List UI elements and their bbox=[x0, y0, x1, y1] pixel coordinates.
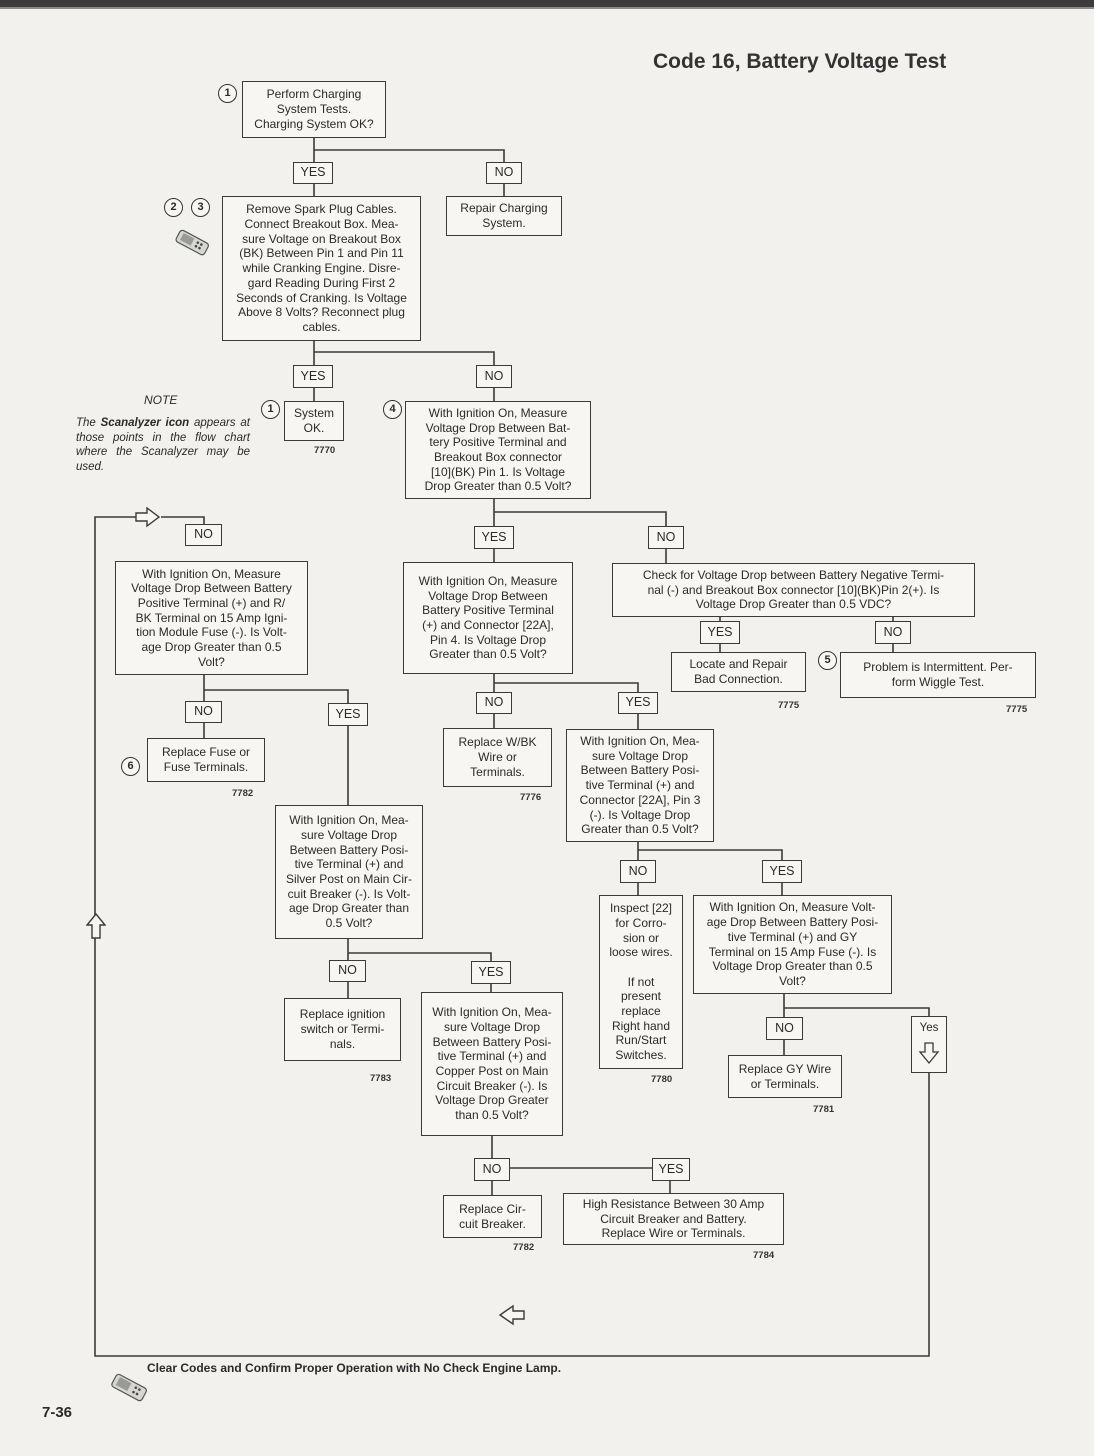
label-no: NO bbox=[875, 621, 911, 644]
label-no: NO bbox=[766, 1017, 803, 1040]
label-yes-small: Yes bbox=[919, 1022, 939, 1034]
box-system-ok: System OK. bbox=[284, 401, 344, 441]
scanalyzer-icon-footer bbox=[111, 1373, 147, 1402]
label-yes: YES bbox=[652, 1158, 690, 1181]
label-yes: YES bbox=[474, 526, 514, 549]
label-yes: YES bbox=[618, 692, 658, 714]
footer-instruction: Clear Codes and Confirm Proper Operation… bbox=[147, 1361, 562, 1375]
step-number-1: 1 bbox=[218, 84, 237, 103]
label-no: NO bbox=[648, 526, 684, 549]
figure-ref: 7776 bbox=[520, 792, 542, 803]
label-yes: YES bbox=[700, 621, 740, 644]
figure-ref: 7781 bbox=[813, 1104, 835, 1115]
top-rule bbox=[0, 0, 1094, 7]
box-ignition-module-fuse: With Ignition On, Measure Voltage Drop B… bbox=[115, 561, 308, 675]
arrow-left-icon bbox=[498, 1304, 525, 1326]
figure-ref: 7775 bbox=[1006, 704, 1028, 715]
step-number-6: 6 bbox=[121, 757, 140, 776]
figure-ref: 7775 bbox=[778, 700, 800, 711]
box-connector-22a-pin4: With Ignition On, Measure Voltage Drop B… bbox=[403, 562, 573, 674]
label-no: NO bbox=[476, 692, 512, 714]
label-yes: YES bbox=[762, 860, 802, 883]
box-replace-wbk-wire: Replace W/BK Wire or Terminals. bbox=[443, 728, 552, 787]
step-number-5: 5 bbox=[818, 651, 837, 670]
note-icon-name: Scanalyzer icon bbox=[100, 417, 190, 429]
box-replace-ignition-switch: Replace ignition switch or Termi- nals. bbox=[284, 998, 401, 1061]
figure-ref: 7783 bbox=[370, 1073, 392, 1084]
step-number-4: 4 bbox=[383, 400, 402, 419]
note-heading: NOTE bbox=[144, 393, 178, 407]
label-yes: YES bbox=[293, 162, 333, 184]
top-rule-thin bbox=[0, 7, 1094, 9]
figure-ref: 7780 bbox=[651, 1074, 673, 1085]
label-no: NO bbox=[329, 960, 366, 982]
box-gy-terminal: With Ignition On, Measure Volt- age Drop… bbox=[693, 895, 892, 994]
figure-ref: 7770 bbox=[314, 445, 336, 456]
box-perform-charging: Perform Charging System Tests. Charging … bbox=[242, 81, 386, 138]
note-prefix: The bbox=[76, 417, 96, 429]
label-yes: YES bbox=[293, 365, 333, 388]
arrow-right-icon bbox=[135, 506, 161, 528]
step-number-1b: 1 bbox=[261, 400, 280, 419]
label-no: NO bbox=[476, 365, 512, 388]
page-number: 7-36 bbox=[42, 1404, 73, 1421]
box-copper-post: With Ignition On, Mea- sure Voltage Drop… bbox=[421, 992, 563, 1136]
figure-ref: 7782 bbox=[232, 788, 254, 799]
label-no: NO bbox=[185, 524, 222, 546]
box-connector-22a-pin3: With Ignition On, Mea- sure Voltage Drop… bbox=[566, 729, 714, 842]
label-yes: YES bbox=[471, 961, 511, 984]
label-yes-down: Yes bbox=[911, 1016, 947, 1073]
step-number-2: 2 bbox=[164, 198, 183, 217]
figure-ref: 7784 bbox=[753, 1250, 775, 1261]
note-text: The Scanalyzer icon appears at those poi… bbox=[76, 416, 250, 474]
scanalyzer-icon bbox=[175, 229, 209, 256]
arrow-up-icon bbox=[86, 912, 106, 939]
box-inspect-22: Inspect [22] for Corro- sion or loose wi… bbox=[599, 895, 683, 1069]
page-title: Code 16, Battery Voltage Test bbox=[653, 50, 947, 73]
box-replace-circuit-breaker: Replace Cir- cuit Breaker. bbox=[443, 1195, 542, 1238]
step-number-3: 3 bbox=[191, 198, 210, 217]
label-no: NO bbox=[185, 701, 222, 723]
box-battery-negative: Check for Voltage Drop between Battery N… bbox=[612, 563, 975, 617]
box-repair-charging: Repair Charging System. bbox=[446, 196, 562, 236]
box-silver-post: With Ignition On, Mea- sure Voltage Drop… bbox=[275, 805, 423, 939]
figure-ref: 7782 bbox=[513, 1242, 535, 1253]
box-voltage-drop-bk-pin1: With Ignition On, Measure Voltage Drop B… bbox=[405, 401, 591, 499]
box-replace-gy-wire: Replace GY Wire or Terminals. bbox=[728, 1055, 842, 1098]
label-no: NO bbox=[474, 1158, 510, 1181]
label-no: NO bbox=[620, 860, 656, 883]
box-remove-spark-plug: Remove Spark Plug Cables. Connect Breako… bbox=[222, 196, 421, 341]
arrow-down-icon bbox=[918, 1042, 940, 1065]
box-problem-intermittent: Problem is Intermittent. Per- form Wiggl… bbox=[840, 652, 1036, 698]
note-suffix: appears at those points in the flow char… bbox=[76, 417, 250, 473]
label-no: NO bbox=[486, 162, 522, 184]
box-locate-repair: Locate and Repair Bad Connection. bbox=[671, 652, 806, 692]
box-replace-fuse: Replace Fuse or Fuse Terminals. bbox=[147, 738, 265, 782]
label-yes: YES bbox=[328, 703, 368, 726]
box-high-resistance: High Resistance Between 30 Amp Circuit B… bbox=[563, 1193, 784, 1245]
